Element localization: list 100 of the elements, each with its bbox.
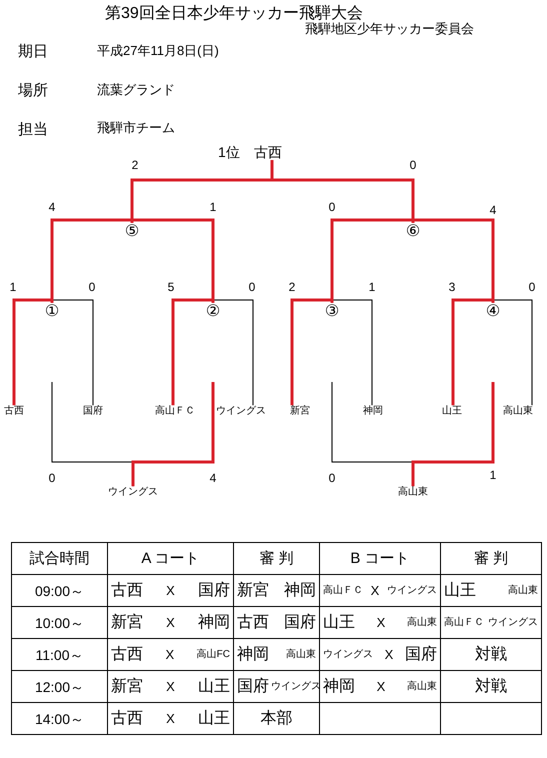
versus-mark: X xyxy=(384,648,394,661)
match-number: ② xyxy=(206,302,220,322)
rank-label: 1位 xyxy=(218,144,240,160)
team-name: 本部 xyxy=(260,710,292,726)
column-header: 審 判 xyxy=(474,551,508,566)
team-name: 古西 xyxy=(237,614,269,630)
bracket-line xyxy=(172,298,214,406)
team-name: 山王 xyxy=(198,710,230,726)
team-name: 神岡 xyxy=(198,614,230,630)
score: 0 xyxy=(410,159,416,171)
bracket-line xyxy=(270,160,414,223)
team-name: 国府 xyxy=(284,614,316,630)
team-name: 古西 xyxy=(111,646,143,662)
bracket-line xyxy=(452,298,494,406)
team-name: 新宮 xyxy=(111,614,143,630)
column-header: 試合時間 xyxy=(30,551,90,566)
field-value: 流葉グランド xyxy=(97,83,175,98)
column-header: 審 判 xyxy=(259,551,294,566)
bracket-line xyxy=(52,300,94,406)
match-number: ⑥ xyxy=(406,222,420,242)
bracket-line xyxy=(332,300,372,406)
team-name: 山王 xyxy=(198,678,230,694)
bracket-line xyxy=(50,218,134,303)
team-name: ウイングス xyxy=(323,650,373,660)
bracket-line xyxy=(492,300,532,406)
match-note: 対戦 xyxy=(475,678,507,694)
score: 4 xyxy=(48,201,56,213)
field-label: 期日 xyxy=(18,43,48,60)
score: 1 xyxy=(368,281,376,293)
team-name: 国府 xyxy=(83,405,103,417)
team-name: 山王 xyxy=(323,614,355,630)
team-name: 高山東 xyxy=(286,650,316,660)
team-name: 新宮 xyxy=(290,405,310,417)
team-name: 高山東 xyxy=(508,586,538,596)
title: 第39回全日本少年サッカー飛騨大会 xyxy=(105,4,363,22)
team-name: 国府 xyxy=(237,678,269,694)
team-name: ウイングス xyxy=(386,586,437,596)
team-name: 古西 xyxy=(254,144,282,160)
team-name: 国府 xyxy=(198,582,230,598)
score: 4 xyxy=(490,204,496,216)
bracket-line xyxy=(330,218,414,303)
versus-mark: X xyxy=(166,616,175,629)
team-name: 神岡 xyxy=(323,678,355,694)
team-name: 新宮 xyxy=(111,678,143,694)
team-name: 神岡 xyxy=(284,582,316,598)
time-text: 09:00～ xyxy=(34,584,84,598)
match-number: ① xyxy=(44,302,60,322)
team-name: 古西 xyxy=(111,710,143,726)
team-name: 高山東 xyxy=(406,618,437,628)
score: 0 xyxy=(48,472,56,484)
column-header: A コート xyxy=(141,551,200,566)
team-name: ウイングス xyxy=(108,486,158,498)
team-name: 山王 xyxy=(442,405,462,417)
time-text: 14:00～ xyxy=(34,712,84,726)
score: 3 xyxy=(448,281,456,293)
score: 2 xyxy=(132,159,138,171)
versus-mark: X xyxy=(165,648,174,661)
bracket-line xyxy=(290,298,334,406)
column-header: B コート xyxy=(350,551,410,566)
score: 2 xyxy=(288,281,296,293)
match-number: ④ xyxy=(486,302,500,322)
score: 5 xyxy=(168,281,174,293)
score: 0 xyxy=(328,472,336,484)
score: 0 xyxy=(88,281,96,293)
team-name: 高山東 xyxy=(398,486,428,498)
field-label: 場所 xyxy=(18,82,48,100)
team-name: 新宮 xyxy=(237,582,269,598)
versus-mark: X xyxy=(166,680,175,693)
bracket-line xyxy=(212,300,254,406)
score: 0 xyxy=(328,201,336,213)
field-value: 飛騨市チーム xyxy=(97,121,175,136)
time-text: 11:00～ xyxy=(36,648,84,662)
team-name: 高山東 xyxy=(503,405,533,417)
versus-mark: X xyxy=(376,616,386,629)
team-name: 高山ＦＣ xyxy=(323,586,363,596)
bracket-line xyxy=(12,298,54,406)
time-text: 10:00～ xyxy=(34,616,84,630)
team-name: 高山FC xyxy=(196,650,230,660)
versus-mark: X xyxy=(166,584,175,597)
score: 0 xyxy=(528,281,536,293)
bracket-line xyxy=(412,218,494,303)
match-note: 対戦 xyxy=(475,646,507,662)
team-name: ウイングス xyxy=(488,618,538,628)
team-name: 古西 xyxy=(111,582,143,598)
bracket-line xyxy=(412,382,494,486)
bracket-line xyxy=(130,218,214,303)
team-name: ウイングス xyxy=(216,405,266,417)
time-text: 12:00～ xyxy=(34,680,84,694)
versus-mark: X xyxy=(370,584,380,597)
score: 4 xyxy=(210,472,216,484)
score: 1 xyxy=(210,201,216,213)
team-name: 神岡 xyxy=(237,646,269,662)
versus-mark: X xyxy=(166,712,175,725)
team-name: 高山ＦＣ xyxy=(444,618,484,628)
field-value: 平成27年11月8日(日) xyxy=(97,44,219,59)
bracket-line xyxy=(132,382,214,486)
team-name: 古西 xyxy=(4,405,24,417)
team-name: 高山ＦＣ xyxy=(155,405,195,417)
match-number: ⑤ xyxy=(124,222,140,242)
match-number: ③ xyxy=(324,302,340,322)
